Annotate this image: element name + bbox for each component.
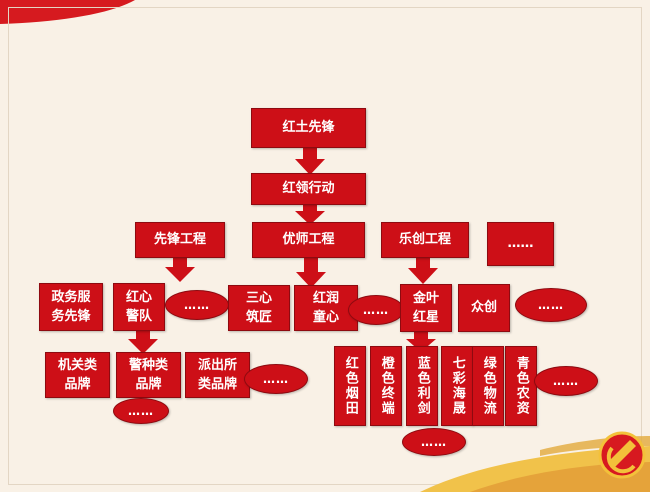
oval-brands-more-right[interactable]: …… (244, 364, 308, 394)
program-youshi-label: 优师工程 (282, 232, 335, 248)
node-paichusuo-label: 派出所 类品牌 (197, 357, 237, 393)
node-hongrun-label: 红润 童心 (312, 290, 339, 326)
star-item-hongse[interactable]: 红色烟田 (334, 346, 366, 426)
oval-xianfeng-more-label: …… (184, 298, 210, 312)
arrow-jinye-to-lanse (406, 330, 436, 352)
program-youshi[interactable]: 优师工程 (252, 222, 365, 258)
node-jiguan[interactable]: 机关类 品牌 (45, 352, 110, 398)
node-hongxin-label: 红心 警队 (125, 289, 152, 325)
arrow-hongxin-to-jingzhong (128, 328, 158, 354)
oval-brands-more-right-label: …… (263, 372, 289, 386)
node-hongrun[interactable]: 红润 童心 (294, 285, 358, 331)
node-jinye[interactable]: 金叶 红星 (400, 284, 452, 332)
node-jingzhong[interactable]: 警种类 品牌 (116, 352, 181, 398)
oval-brands-more-below[interactable]: …… (113, 398, 169, 424)
star-item-qicai[interactable]: 七彩海晟 (441, 346, 473, 426)
node-zhongchuang-label: 众创 (470, 300, 497, 316)
oval-star-more-right[interactable]: …… (534, 366, 598, 396)
node-paichusuo[interactable]: 派出所 类品牌 (185, 352, 250, 398)
star-item-lvse[interactable]: 绿色物流 (472, 346, 504, 426)
arrow-level2-to-youshi (295, 201, 325, 225)
arrow-xianfeng-to-hongxin (165, 256, 195, 282)
corner-swoosh-decoration (0, 0, 135, 24)
star-item-chengse[interactable]: 橙色终端 (370, 346, 402, 426)
program-xianfeng[interactable]: 先锋工程 (135, 222, 225, 258)
star-item-chengse-label: 橙色终端 (378, 356, 394, 416)
node-hongxin[interactable]: 红心 警队 (113, 283, 165, 331)
node-sanxin[interactable]: 三心 筑匠 (228, 285, 290, 331)
level2-node[interactable]: 红领行动 (251, 173, 366, 205)
oval-xianfeng-more[interactable]: …… (165, 290, 229, 320)
node-jingzhong-label: 警种类 品牌 (128, 357, 168, 393)
star-item-qicai-label: 七彩海晟 (449, 356, 465, 416)
arrow-lechuang-to-jinye (408, 256, 438, 284)
slide-frame (8, 7, 642, 485)
oval-youshi-more-label: …… (363, 303, 389, 317)
star-item-qingse[interactable]: 青色农资 (505, 346, 537, 426)
star-item-lanse[interactable]: 蓝色利剑 (406, 346, 438, 426)
oval-star-more-below-label: …… (421, 435, 447, 449)
star-item-lanse-label: 蓝色利剑 (414, 356, 430, 416)
root-node-label: 红土先锋 (282, 120, 335, 136)
star-item-hongse-label: 红色烟田 (342, 356, 358, 416)
node-jinye-label: 金叶 红星 (412, 290, 439, 326)
oval-brands-more-below-label: …… (128, 404, 154, 418)
level2-node-label: 红领行动 (282, 181, 335, 197)
program-lechuang[interactable]: 乐创工程 (381, 222, 469, 258)
node-zhongchuang[interactable]: 众创 (458, 284, 510, 332)
star-item-lvse-label: 绿色物流 (480, 356, 496, 416)
root-node[interactable]: 红土先锋 (251, 108, 366, 148)
oval-youshi-more[interactable]: …… (348, 295, 404, 325)
node-sanxin-label: 三心 筑匠 (245, 290, 272, 326)
arrow-root-to-level2 (295, 147, 325, 175)
program-more[interactable]: …… (487, 222, 554, 266)
node-zhengwu[interactable]: 政务服 务先锋 (39, 283, 103, 331)
program-lechuang-label: 乐创工程 (398, 232, 451, 248)
program-more-label: …… (507, 236, 534, 252)
oval-lechuang-more-label: …… (538, 298, 564, 312)
oval-star-more-below[interactable]: …… (402, 428, 466, 456)
node-zhengwu-label: 政务服 务先锋 (51, 289, 91, 325)
star-item-qingse-label: 青色农资 (513, 356, 529, 416)
arrow-youshi-to-hongrun (296, 256, 326, 288)
program-xianfeng-label: 先锋工程 (153, 232, 206, 248)
oval-star-more-right-label: …… (553, 374, 579, 388)
node-jiguan-label: 机关类 品牌 (57, 357, 97, 393)
oval-lechuang-more[interactable]: …… (515, 288, 587, 322)
